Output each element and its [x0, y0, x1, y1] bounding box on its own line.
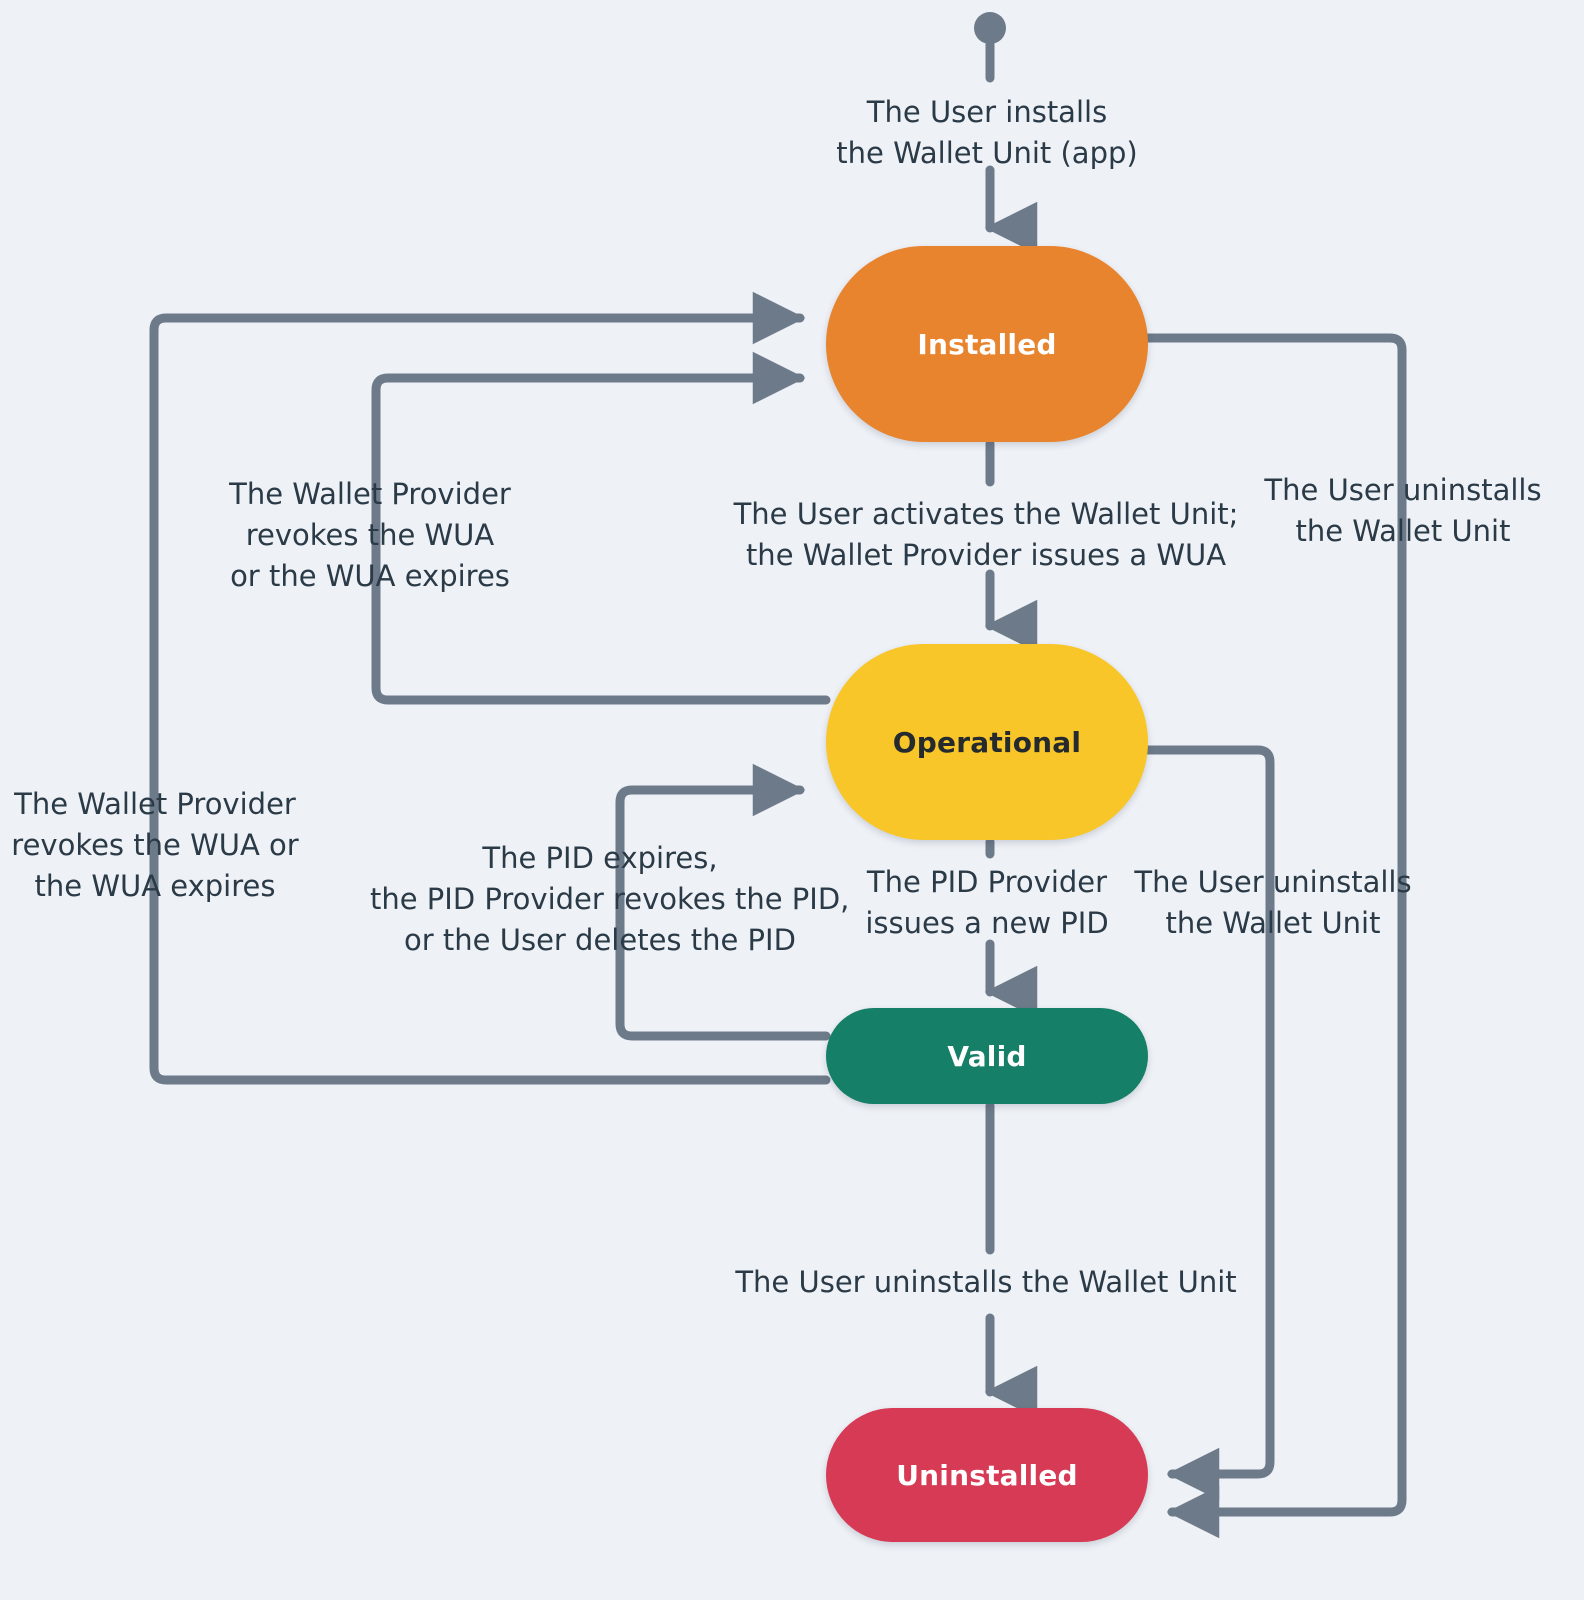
edge-label-installed-to-operational: The User activates the Wallet Unit; the …: [733, 497, 1239, 573]
edge-installed-to-uninstalled: [1143, 333, 1407, 1539]
state-node-operational[interactable]: Operational: [826, 644, 1148, 840]
state-node-uninstalled[interactable]: Uninstalled: [826, 1408, 1148, 1542]
state-label-operational: Operational: [892, 725, 1082, 759]
edge-label-operational-to-installed: The Wallet Provider revokes the WUA or t…: [229, 477, 511, 594]
edge-label-operational-to-valid: The PID Provider issues a new PID: [865, 865, 1109, 941]
state-node-installed[interactable]: Installed: [826, 246, 1148, 442]
start-dot: [974, 12, 1006, 44]
edge-valid-to-installed: [149, 291, 831, 1085]
edge-label-start-to-installed: The User installs the Wallet Unit (app): [836, 95, 1138, 171]
state-label-uninstalled: Uninstalled: [896, 1458, 1078, 1492]
edge-operational-to-uninstalled: [1143, 745, 1275, 1501]
state-node-valid[interactable]: Valid: [826, 1008, 1148, 1104]
edge-label-valid-to-operational: The PID expires, the PID Provider revoke…: [370, 841, 850, 958]
edge-label-valid-to-installed: The Wallet Provider revokes the WUA or t…: [11, 787, 299, 904]
edge-label-installed-to-uninstalled: The User uninstalls the Wallet Unit: [1264, 473, 1542, 549]
edge-label-valid-to-uninstalled: The User uninstalls the Wallet Unit: [735, 1265, 1237, 1299]
edge-label-operational-to-uninstalled: The User uninstalls the Wallet Unit: [1134, 865, 1412, 941]
edge-valid-to-operational: [615, 763, 831, 1041]
state-label-valid: Valid: [947, 1039, 1027, 1073]
state-label-installed: Installed: [917, 327, 1057, 361]
edge-operational-to-installed: [371, 351, 831, 705]
